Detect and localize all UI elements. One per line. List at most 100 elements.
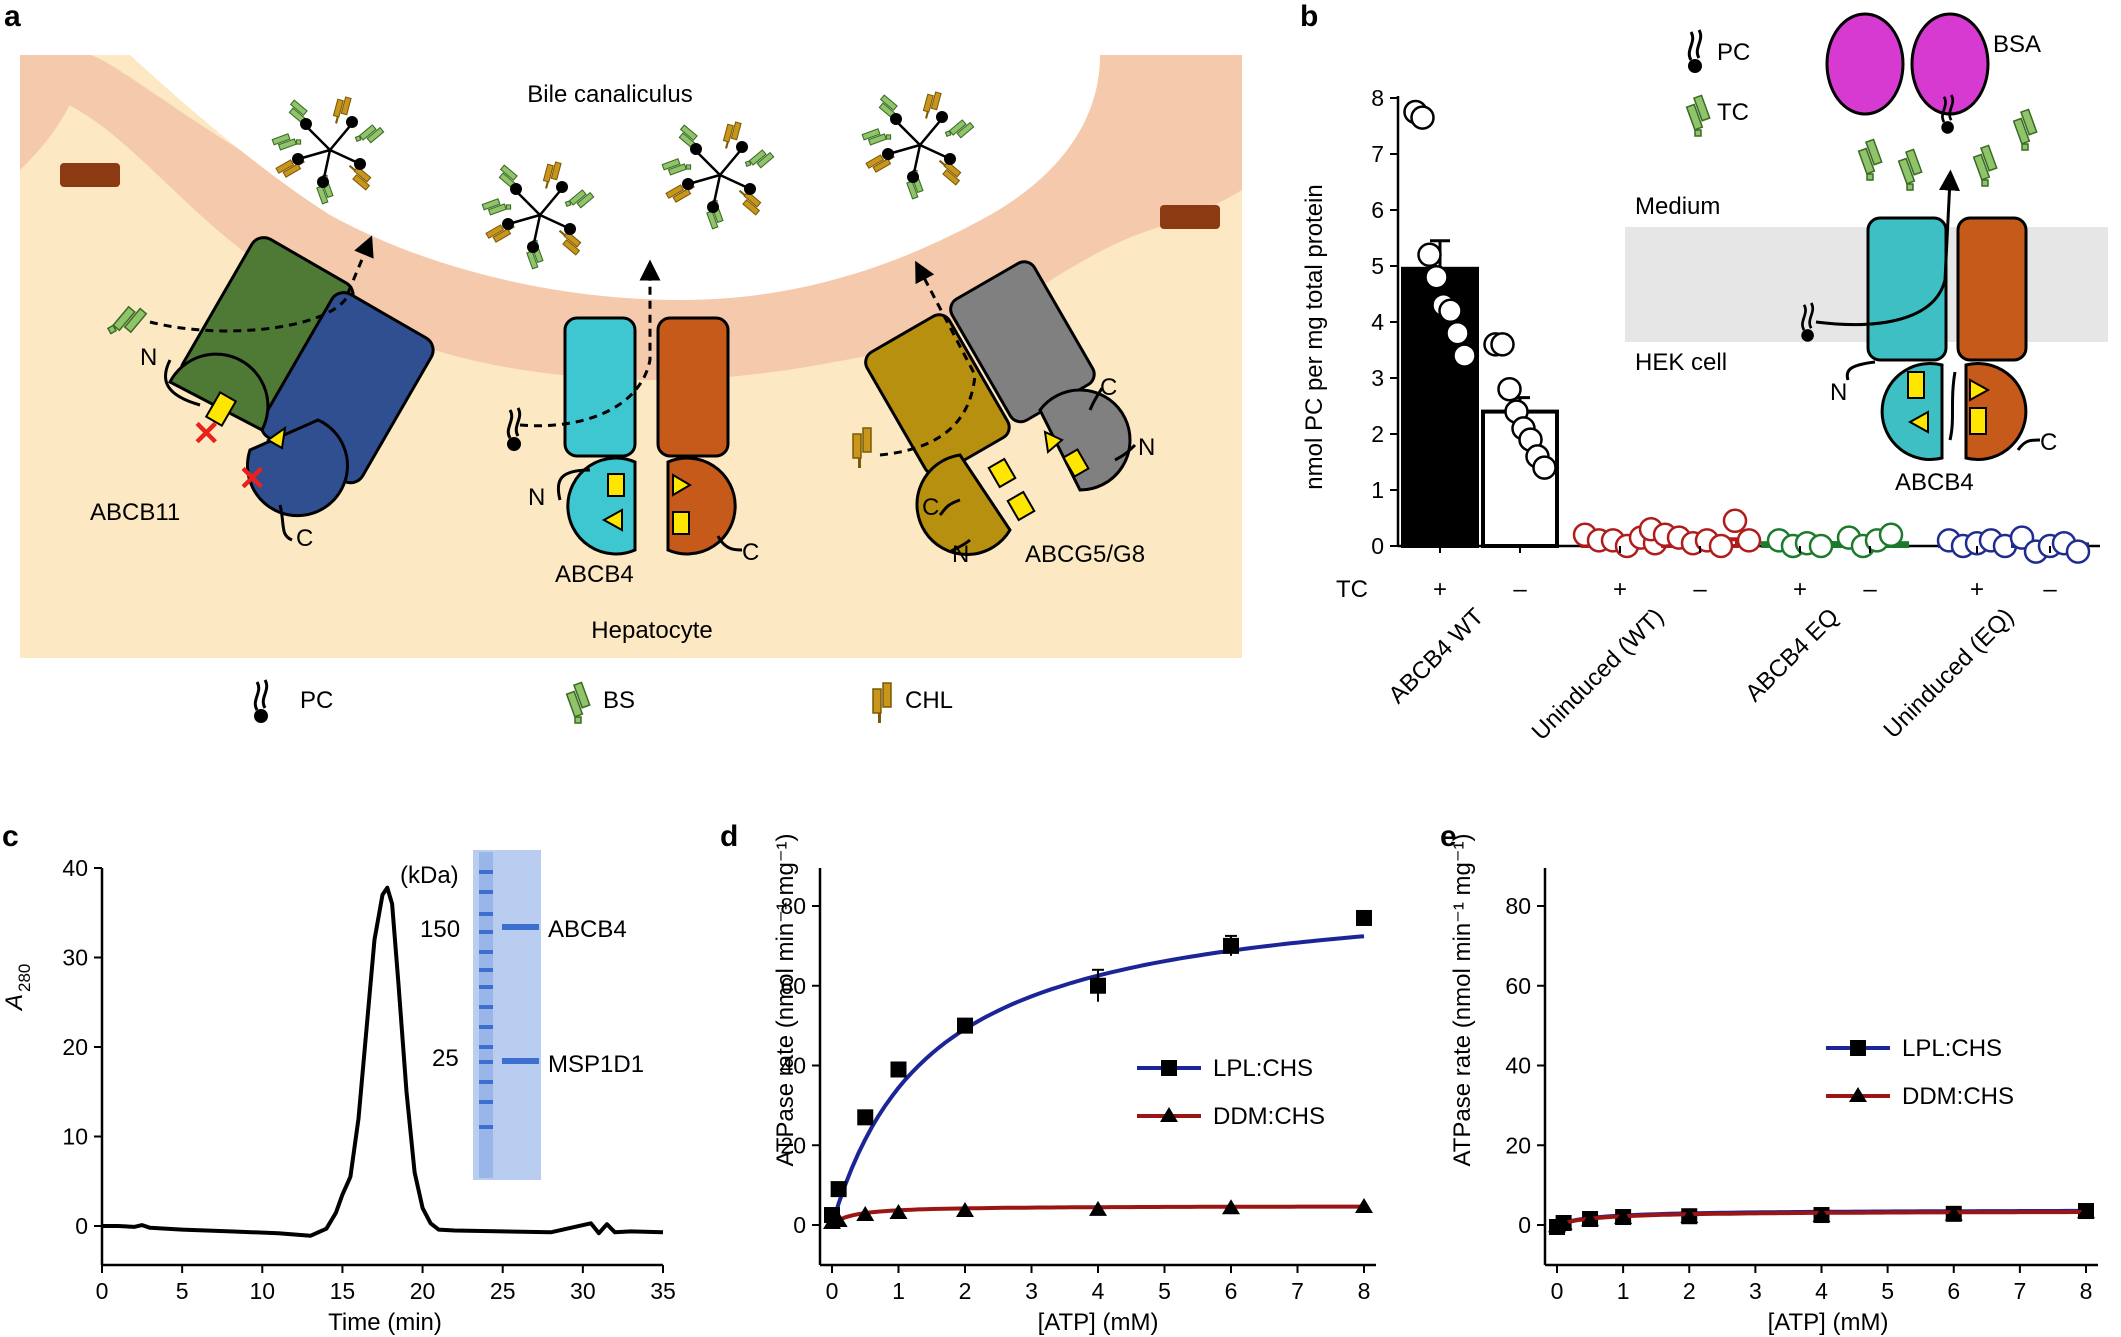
x-tick-label: 6 — [1947, 1278, 1960, 1304]
x-tick-label: 2 — [959, 1278, 972, 1304]
group-label-1: Uninduced (WT) — [1527, 603, 1670, 746]
inset-abcb4-label: ABCB4 — [1895, 469, 1974, 496]
panel-d-ylabel: ATPase rate (nmol min⁻¹ mg⁻¹) — [772, 834, 799, 1167]
abcb11-transport-arrow — [149, 235, 374, 333]
tc-sign-2: + — [1613, 576, 1627, 603]
tc-label: TC — [1336, 576, 1368, 603]
legend-pc-icon — [252, 678, 270, 725]
legend-label-0: LPL:CHS — [1902, 1035, 2002, 1062]
square-marker — [830, 1181, 847, 1198]
panel-e-plot — [1548, 1203, 2095, 1235]
abcb4-n-terminus: N — [528, 484, 545, 511]
ladder-band-13 — [479, 1125, 493, 1129]
tight-junction-right — [1160, 205, 1220, 229]
abcg5-g8-label: ABCG5/G8 — [1025, 541, 1145, 568]
svg-text:A: A — [1, 994, 28, 1012]
triangle-marker — [1812, 1206, 1831, 1222]
triangle-marker — [856, 1206, 875, 1222]
b-y-tick-label: 4 — [1371, 309, 1384, 335]
gel-kda-label: (kDa) — [400, 862, 459, 889]
abcb11-c-terminus: C — [296, 525, 313, 552]
membrane-left-edge — [20, 55, 90, 170]
membrane-right-edge — [1060, 55, 1242, 150]
data-point-3-6 — [1722, 508, 1748, 534]
triangle-marker — [1680, 1208, 1699, 1224]
tc-sign-3: – — [1693, 576, 1707, 603]
abcg-n-terminus-right: N — [1138, 434, 1155, 461]
panel-a-letter: a — [4, 0, 21, 33]
x-tick-label: 1 — [892, 1278, 905, 1304]
group-label-2: ABCB4 EQ — [1740, 603, 1844, 707]
inset-tc-label: TC — [1717, 99, 1749, 126]
data-point-0-6 — [1445, 320, 1470, 346]
legend-pc-label: PC — [300, 687, 333, 714]
svg-text:280: 280 — [15, 964, 34, 992]
x-tick-label: 3 — [1025, 1278, 1038, 1304]
panel-c-xlabel: Time (min) — [328, 1309, 442, 1336]
band-abcb4 — [502, 924, 539, 930]
abcb11-label: ABCB11 — [90, 499, 180, 526]
triangle-marker — [956, 1202, 974, 1218]
square-marker — [1356, 909, 1372, 926]
x-tick-label: 8 — [1358, 1278, 1371, 1304]
abcb4-transport-arrow — [519, 259, 661, 428]
canaliculus-lumen — [130, 55, 1100, 300]
triangle-marker — [829, 1212, 848, 1228]
tc-sign-4: + — [1793, 576, 1807, 603]
abcb4-transporter: N C ABCB4 — [505, 259, 759, 588]
x-tick-label: 5 — [1158, 1278, 1171, 1304]
triangle-marker — [1614, 1208, 1633, 1224]
x-tick-label: 4 — [1815, 1278, 1828, 1304]
legend-square — [1161, 1060, 1177, 1076]
c-x-tick-label: 10 — [249, 1278, 275, 1304]
x-tick-label: 3 — [1749, 1278, 1762, 1304]
c-x-tick-label: 30 — [570, 1278, 596, 1304]
x-tick-label: 0 — [1551, 1278, 1564, 1304]
bile-canaliculus-label: Bile canaliculus — [527, 81, 692, 108]
y-tick-label: 40 — [1505, 1053, 1531, 1079]
y-tick-label: 60 — [780, 973, 806, 999]
x-tick-label: 1 — [1617, 1278, 1630, 1304]
data-point-0-5 — [1438, 298, 1463, 324]
data-point-0-2 — [1417, 242, 1442, 268]
abcb4-label: ABCB4 — [555, 561, 634, 588]
ladder-band-4 — [479, 950, 493, 954]
triangle-marker — [1554, 1214, 1573, 1230]
triangle-marker — [2077, 1203, 2095, 1219]
ladder-band-5 — [479, 968, 493, 972]
legend-triangle — [1849, 1087, 1867, 1102]
abcg-c-terminus-right: C — [1100, 374, 1117, 401]
c-x-tick-label: 20 — [410, 1278, 436, 1304]
panel-e-ylabel: ATPase rate (nmol min⁻¹ mg⁻¹) — [1449, 834, 1476, 1167]
c-x-tick-label: 25 — [490, 1278, 516, 1304]
b-y-tick-label: 8 — [1371, 85, 1384, 111]
panel-d-xlabel: [ATP] (mM) — [1038, 1309, 1159, 1336]
y-tick-label: 20 — [780, 1132, 806, 1158]
panel-e-letter: e — [1440, 820, 1457, 853]
x-tick-label: 7 — [2013, 1278, 2026, 1304]
legend-triangle — [1160, 1107, 1178, 1122]
ladder-band-9 — [479, 1045, 493, 1049]
legend-chl-label: CHL — [905, 687, 953, 714]
y-tick-label: 80 — [780, 893, 806, 919]
sds-page-gel: (kDa) 150 25 ABCB4 MSP1D1 — [400, 850, 644, 1180]
c-y-tick-label: 30 — [62, 945, 88, 971]
c-x-tick-label: 0 — [96, 1278, 109, 1304]
y-tick-label: 80 — [1505, 893, 1531, 919]
gel-ladder — [479, 870, 493, 1129]
square-marker — [957, 1017, 973, 1034]
c-x-tick-label: 5 — [176, 1278, 189, 1304]
data-point-1-1 — [1490, 332, 1515, 357]
bar-0 — [1401, 266, 1479, 548]
ladder-band-11 — [479, 1080, 493, 1084]
legend-bs-icon — [565, 681, 591, 724]
gel-marker-25: 25 — [432, 1045, 459, 1072]
y-tick-label: 0 — [1518, 1212, 1531, 1238]
triangle-marker — [1355, 1198, 1373, 1214]
b-y-tick-label: 2 — [1371, 421, 1384, 447]
data-point-0-3 — [1424, 264, 1449, 290]
